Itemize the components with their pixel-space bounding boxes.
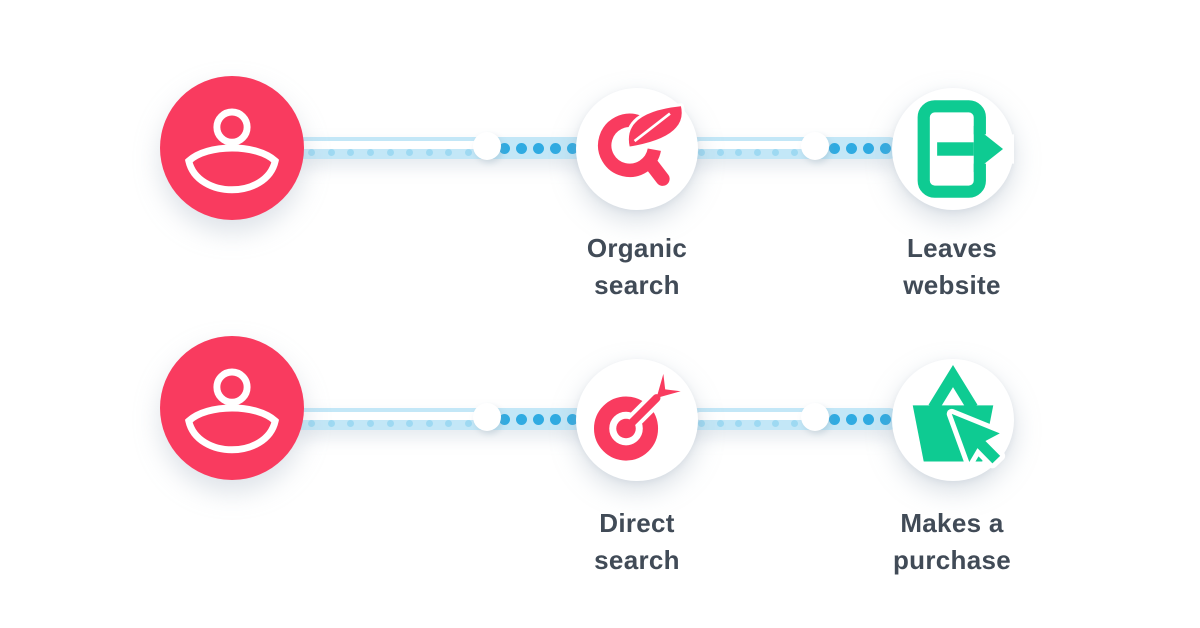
- leaves-website-icon: [917, 100, 1014, 198]
- step-label-makes-purchase: Makes a purchase: [842, 505, 1062, 579]
- track-dots-faint: [698, 420, 798, 427]
- label-line: Direct: [599, 508, 675, 538]
- step-circle-makes-purchase: [892, 359, 1014, 481]
- label-line: Organic: [586, 233, 688, 263]
- progress-marker: [473, 132, 501, 160]
- user-icon: [184, 368, 280, 454]
- track-dots: [499, 143, 578, 154]
- step-label-direct-search: Direct search: [527, 505, 747, 579]
- label-line: website: [903, 270, 1001, 300]
- label-line: Makes a: [900, 508, 1004, 538]
- step-circle-organic-search: [576, 88, 698, 210]
- direct-search-icon: [593, 373, 681, 461]
- progress-line: [300, 412, 478, 420]
- label-line: search: [594, 270, 680, 300]
- track-dots: [829, 414, 891, 425]
- user-icon: [184, 108, 280, 194]
- progress-marker: [473, 403, 501, 431]
- track-dots-faint: [308, 420, 472, 427]
- cursor-icon: [946, 408, 1006, 469]
- step-label-organic-search: Organic search: [527, 230, 747, 304]
- step-label-leaves-website: Leaves website: [842, 230, 1062, 304]
- progress-line: [696, 141, 808, 149]
- track-dots-faint: [308, 149, 472, 156]
- makes-purchase-icon: [912, 365, 1006, 469]
- progress-line: [300, 141, 478, 149]
- organic-search-icon: [598, 103, 685, 186]
- label-line: purchase: [892, 545, 1011, 575]
- step-circle-direct-search: [576, 359, 698, 481]
- track-dots-faint: [698, 149, 798, 156]
- label-line: search: [594, 545, 680, 575]
- step-circle-leaves-website: [892, 88, 1014, 210]
- visitor-avatar: [160, 336, 304, 480]
- label-line: Leaves: [907, 233, 997, 263]
- visitor-avatar: [160, 76, 304, 220]
- progress-marker: [801, 403, 829, 431]
- track-dots: [829, 143, 891, 154]
- progress-marker: [801, 132, 829, 160]
- progress-line: [696, 412, 808, 420]
- track-dots: [499, 414, 578, 425]
